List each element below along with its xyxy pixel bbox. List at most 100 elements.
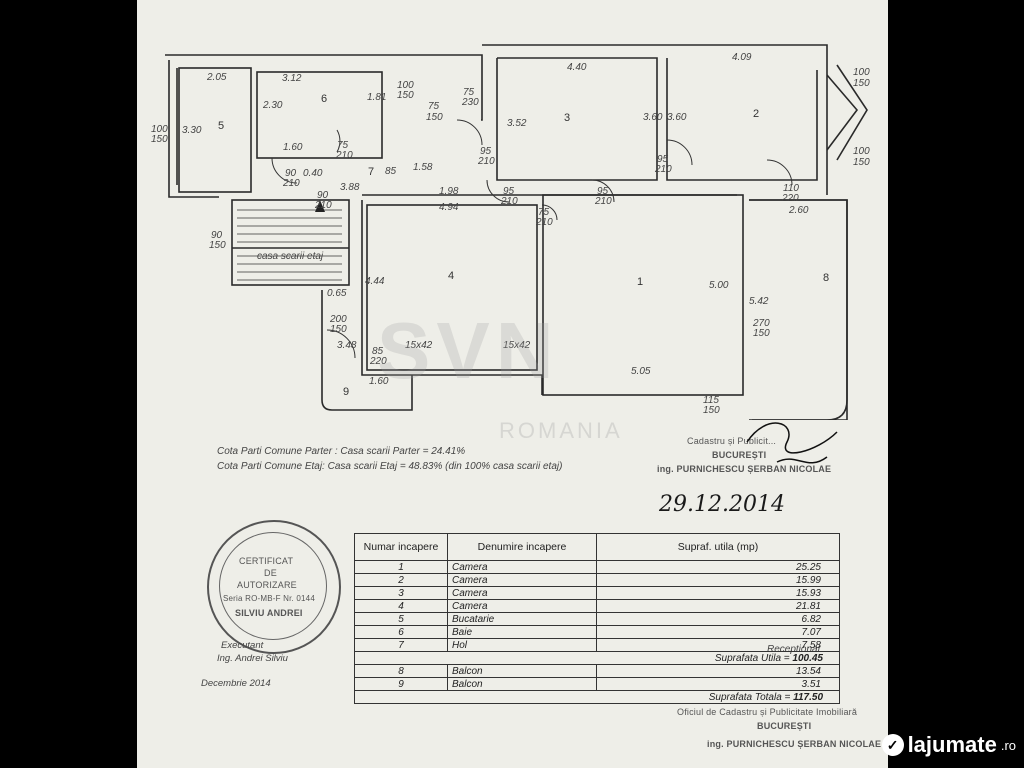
dim-label: 100 (853, 67, 870, 78)
dim-label: 1.60 (283, 142, 303, 153)
room-number-cell: 2 (354, 573, 448, 587)
room-number-3: 3 (564, 112, 571, 124)
dim-label: 270 (753, 318, 770, 329)
handwritten-date: 29.12.2014 (659, 492, 785, 517)
dim-label: 75 (428, 101, 440, 112)
dim-label: 4.44 (365, 276, 385, 287)
room-number-1: 1 (637, 276, 644, 288)
room-area-cell: 13.54 (596, 664, 840, 678)
dim-label: 5.05 (631, 366, 651, 377)
dim-label: 210 (478, 156, 495, 167)
room-number-cell: 5 (354, 612, 448, 626)
room-area-cell: 21.81 (596, 599, 840, 613)
room-name-cell: Balcon (447, 677, 597, 691)
useful-area-row: Suprafata Utila = 100.45 (354, 651, 840, 665)
total-area-row-value: 117.50 (793, 691, 823, 703)
dim-label: 90 (317, 190, 329, 201)
dim-label: 85 (372, 346, 384, 357)
dim-label: 95 (657, 154, 669, 165)
dim-label: 220 (782, 193, 799, 204)
dim-label: 115 (703, 395, 719, 406)
col-header-area: Supraf. utila (mp) (596, 533, 840, 561)
dim-label: 3.30 (182, 125, 202, 136)
room-number-5: 5 (218, 120, 225, 132)
room-number-7: 7 (368, 166, 375, 178)
room-name-cell: Bucatarie (447, 612, 597, 626)
dim-label: 210 (595, 196, 612, 207)
dim-label: 95 (480, 146, 492, 157)
room-number-cell: 6 (354, 625, 448, 639)
dim-label: 15x42 (405, 340, 433, 351)
dim-label: 90 (285, 168, 297, 179)
dim-label: 150 (753, 328, 770, 339)
dim-label: 1.81 (367, 92, 387, 103)
room-number-cell: 4 (354, 599, 448, 613)
dim-label: 1.60 (369, 376, 389, 387)
room-number-cell: 8 (354, 664, 448, 678)
dim-label: 150 (397, 90, 414, 101)
room-name-cell: Camera (447, 599, 597, 613)
dim-label: 0.65 (327, 288, 347, 299)
dim-label: 200 (330, 314, 347, 325)
cadastre-stamp-top: Cadastru și Publicit... BUCUREȘTI ing. P… (657, 436, 832, 474)
dim-label: 1.58 (413, 162, 433, 173)
dim-label: 90 (211, 230, 223, 241)
room-area-cell: 15.99 (596, 573, 840, 587)
total-area-row-label: Suprafata Totala = (708, 691, 794, 703)
dim-label: 95 (597, 186, 609, 197)
dim-label: 150 (703, 405, 720, 416)
signature-top (746, 422, 838, 464)
dim-label: 4.40 (567, 62, 587, 73)
executant-name: Ing. Andrei Silviu (217, 653, 288, 664)
lajumate-logo-icon: ✓ (881, 734, 904, 756)
dim-label: 3.60 (643, 112, 663, 123)
room-name-cell: Baie (447, 625, 597, 639)
dim-label: 210 (501, 196, 518, 207)
dim-label: 85 (385, 166, 397, 177)
dim-label: 100 (853, 146, 870, 157)
floor-plan-drawing (165, 44, 868, 420)
room-name-cell: Camera (447, 586, 597, 600)
dim-label: 150 (151, 134, 168, 145)
dim-label: 100 (151, 124, 168, 135)
site-logo[interactable]: ✓ lajumate.ro (881, 732, 1016, 758)
dim-label: 210 (336, 150, 353, 161)
site-logo-name: lajumate (907, 732, 997, 757)
room-number-6: 6 (321, 93, 328, 105)
executant-label: Executant (221, 640, 264, 651)
room-number-cell: 9 (354, 677, 448, 691)
dim-label: 210 (655, 164, 672, 175)
room-area-cell: 7.07 (596, 625, 840, 639)
dim-label: 150 (209, 240, 226, 251)
dim-label: 0.40 (303, 168, 323, 179)
dim-label: 2.05 (207, 72, 227, 83)
dim-label: 100 (397, 80, 414, 91)
room-area-cell: 6.82 (596, 612, 840, 626)
dim-label: 210 (536, 217, 553, 228)
dim-label: 5.00 (709, 280, 729, 291)
dim-label: 2.60 (789, 205, 809, 216)
watermark-sub: ROMANIA (499, 418, 623, 443)
dim-label: 3.48 (337, 340, 357, 351)
executant-date: Decembrie 2014 (201, 678, 271, 689)
north-arrow-icon (315, 200, 325, 212)
dim-label: 5.42 (749, 296, 769, 307)
dim-label: 210 (283, 178, 300, 189)
note-parter: Cota Parti Comune Parter : Casa scarii P… (217, 446, 466, 457)
dim-label: 230 (462, 97, 479, 108)
room-number-9: 9 (343, 386, 350, 398)
room-area-cell: 15.93 (596, 586, 840, 600)
cadastre-stamp-bottom: Oficiul de Cadastru și Publicitate Imobi… (677, 707, 882, 749)
certificate-stamp: CERTIFICAT DE AUTORIZARE Seria RO-MB-F N… (207, 520, 341, 654)
room-name-cell: Hol (447, 638, 597, 652)
room-number-2: 2 (753, 108, 760, 120)
room-area-cell: 25.25 (596, 560, 840, 574)
dim-label: 1.98 (439, 186, 459, 197)
